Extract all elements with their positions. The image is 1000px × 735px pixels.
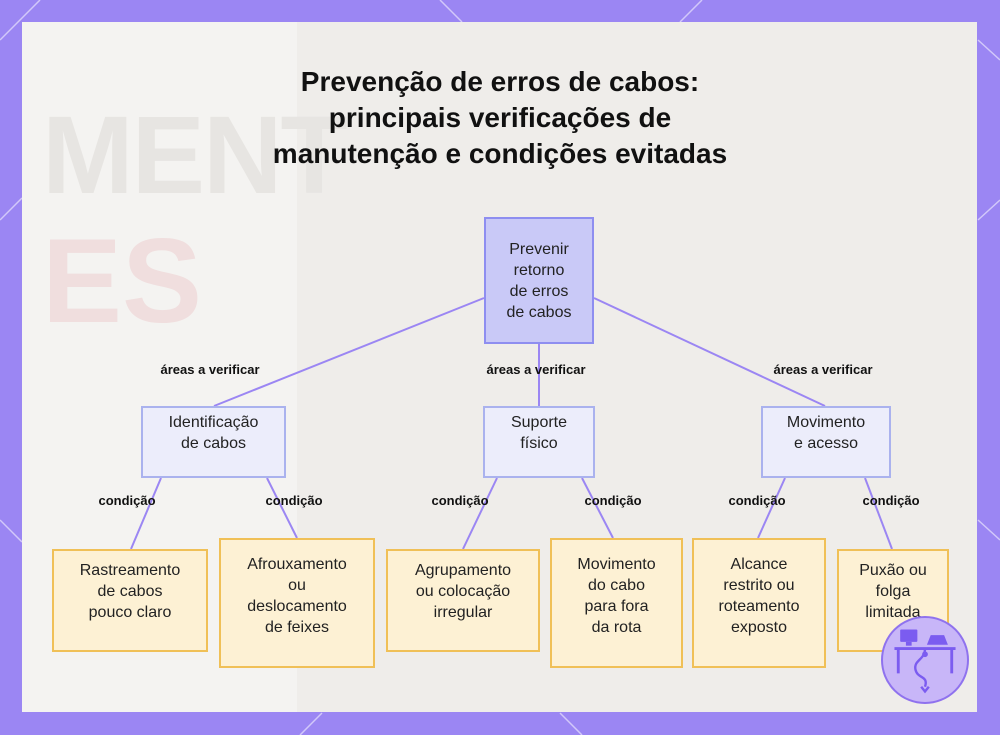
branch-node-label: Suporte físico [511,412,567,454]
edge-branch2-leaf-3 [463,478,497,549]
edge-label-branch-3: áreas a verificar [773,362,872,377]
branch-node-label: Identificação de cabos [169,412,259,454]
edge-label-branch-1: áreas a verificar [160,362,259,377]
leaf-node-cable-off-route: Movimento do cabo para fora da rota [550,538,683,668]
edge-branch2-leaf-4 [582,478,613,538]
edge-root-branch-1 [214,298,484,406]
workstation-cable-icon [881,616,969,704]
leaf-node-label: Rastreamento de cabos pouco claro [80,560,181,623]
leaf-node-irregular-grouping: Agrupamento ou colocação irregular [386,549,540,652]
edge-branch1-leaf-2 [267,478,297,538]
root-node: Prevenir retorno de erros de cabos [484,217,594,344]
leaf-node-label: Puxão ou folga limitada [859,560,927,623]
edge-label-leaf-6: condição [862,493,919,508]
leaf-node-restricted-reach: Alcance restrito ou roteamento exposto [692,538,826,668]
edge-label-leaf-4: condição [584,493,641,508]
edge-label-leaf-1: condição [98,493,155,508]
edge-branch3-leaf-5 [758,478,785,538]
edge-branch1-leaf-1 [131,478,161,549]
leaf-node-label: Movimento do cabo para fora da rota [577,554,655,638]
branch-node-movement: Movimento e acesso [761,406,891,478]
leaf-node-unclear-tracing: Rastreamento de cabos pouco claro [52,549,208,652]
leaf-node-label: Afrouxamento ou deslocamento de feixes [247,554,347,638]
leaf-node-label: Agrupamento ou colocação irregular [415,560,511,623]
edge-label-leaf-5: condição [728,493,785,508]
edge-label-branch-2: áreas a verificar [486,362,585,377]
edge-branch3-leaf-6 [865,478,892,549]
edge-label-leaf-2: condição [265,493,322,508]
branch-node-support: Suporte físico [483,406,595,478]
leaf-node-label: Alcance restrito ou roteamento exposto [719,554,800,638]
edge-root-branch-3 [594,298,825,406]
edge-label-leaf-3: condição [431,493,488,508]
root-node-label: Prevenir retorno de erros de cabos [507,239,572,323]
branch-node-identification: Identificação de cabos [141,406,286,478]
branch-node-label: Movimento e acesso [787,412,865,454]
leaf-node-loosening: Afrouxamento ou deslocamento de feixes [219,538,375,668]
